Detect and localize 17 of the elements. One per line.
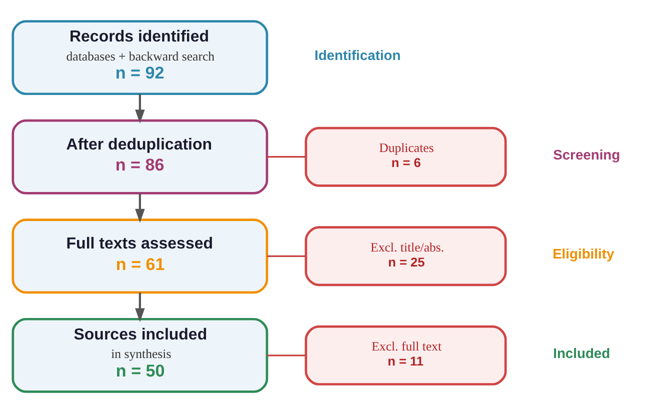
arrow	[135, 292, 145, 322]
node-box: Excl. full text n = 11	[304, 324, 507, 385]
node-box: After deduplication n = 86	[12, 118, 268, 194]
node-box: Sources included in synthesis n = 50	[12, 317, 268, 392]
connector	[267, 156, 306, 158]
label: Screening	[553, 146, 620, 162]
arrow	[135, 93, 145, 124]
label: Included	[553, 344, 610, 360]
arrow	[135, 192, 145, 222]
node-box: Duplicates n = 6	[304, 126, 507, 186]
connector	[267, 254, 306, 256]
label: Eligibility	[552, 245, 614, 262]
label: Identification	[314, 46, 401, 63]
node-box: Full texts assessed n = 61	[12, 218, 268, 294]
node-box: Records identified databases + backward search n = 92	[12, 20, 268, 95]
connector	[267, 354, 306, 356]
node-box: Excl. title/abs. n = 25	[304, 226, 507, 286]
